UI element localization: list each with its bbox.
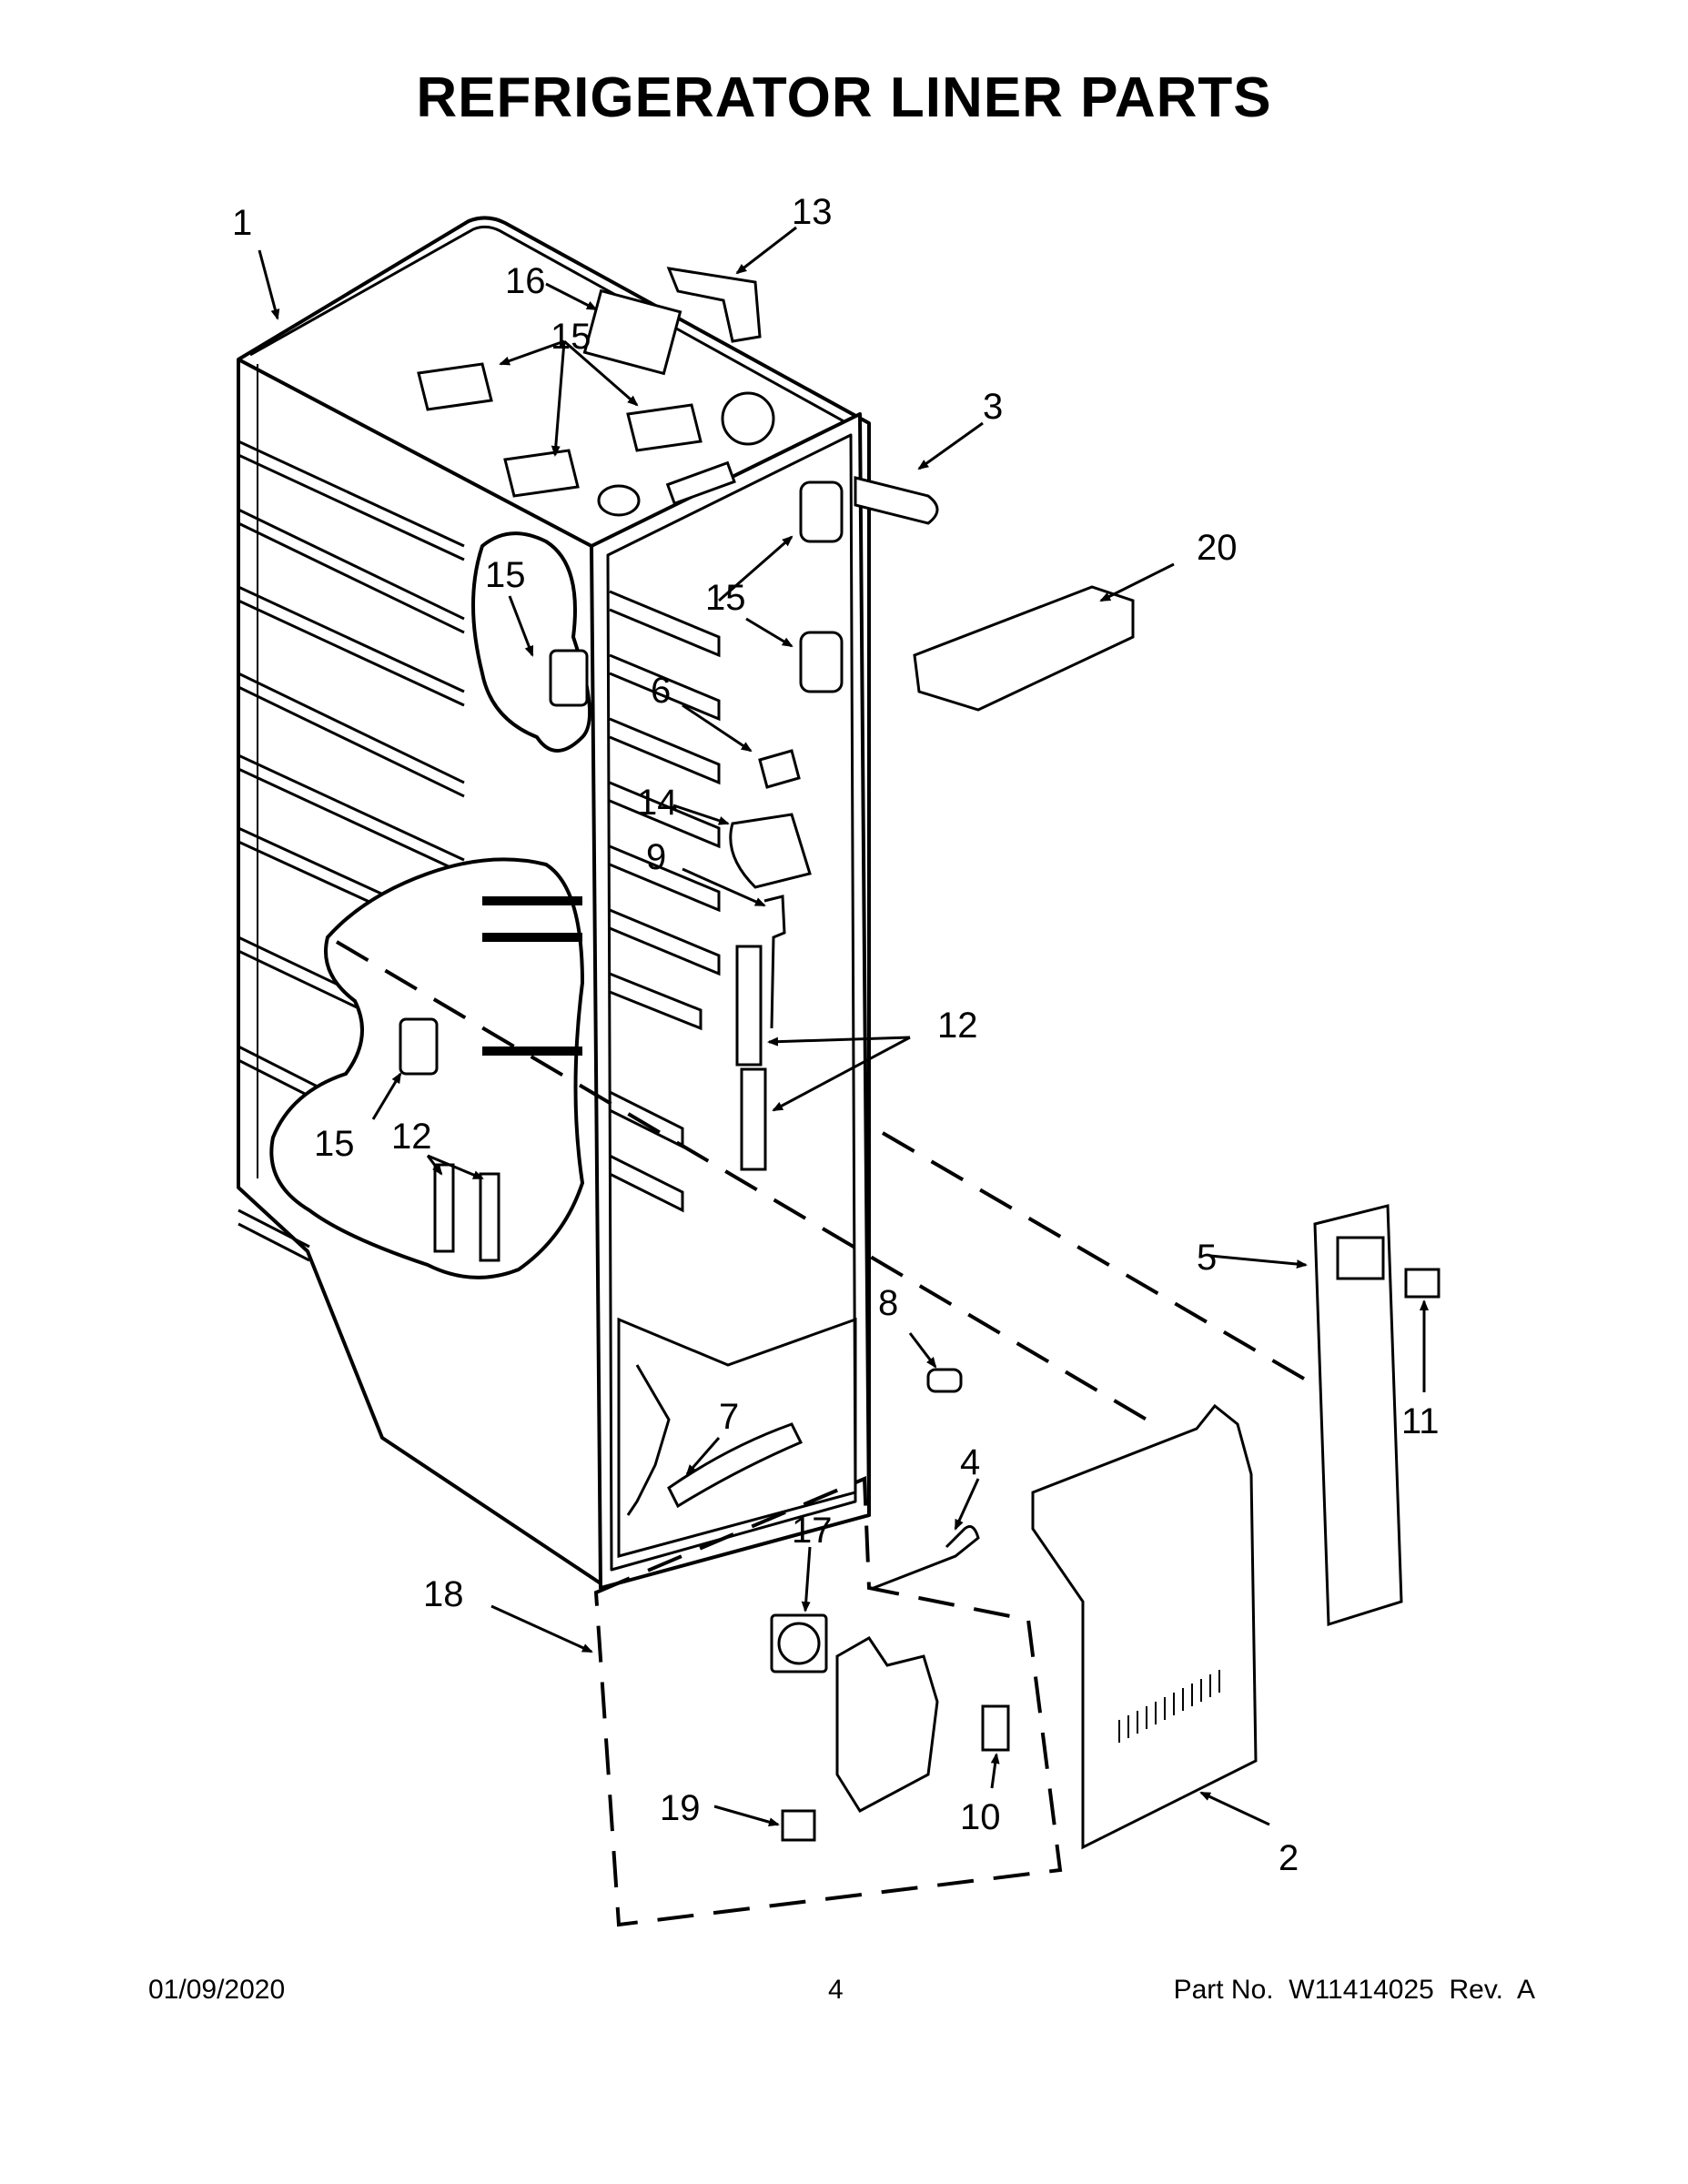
part-7-heater	[667, 1422, 804, 1509]
callout-19: 19	[660, 1788, 701, 1828]
top-latch	[665, 460, 736, 506]
part-2-vents	[1118, 1670, 1220, 1743]
part-15-light-c	[549, 649, 589, 707]
footer-date: 01/09/2020	[148, 1975, 286, 2005]
part-5-panel	[1313, 1204, 1403, 1627]
page-title: REFRIGERATOR LINER PARTS	[416, 66, 1272, 129]
part-10-connector	[981, 1704, 1010, 1752]
part-18-housing	[835, 1636, 939, 1813]
liner-floor	[617, 1317, 857, 1558]
part-15-light-b	[799, 631, 844, 693]
callout-13: 13	[792, 192, 833, 232]
callout-15-upper-cutaway: 15	[485, 555, 526, 595]
part-12-rail-b	[740, 1067, 767, 1171]
callout-7: 7	[719, 1397, 739, 1437]
part-5-window	[1336, 1236, 1385, 1280]
footer-page-number: 4	[828, 1975, 844, 2005]
top-light-mid	[503, 449, 580, 498]
part-18-group-outline	[593, 1476, 1063, 1927]
defrost-drain-tube	[626, 1364, 671, 1516]
part-16-cover	[582, 288, 682, 376]
callout-17: 17	[792, 1511, 833, 1551]
top-light-left	[417, 362, 493, 411]
top-components	[417, 267, 775, 517]
part-12-rail-a	[735, 945, 763, 1067]
callout-15-top: 15	[551, 317, 591, 357]
part-2-cover	[1031, 1403, 1258, 1850]
part-12-rail-c	[433, 1163, 455, 1253]
cutaway-lower-shelves	[482, 896, 582, 1056]
callout-9: 9	[646, 837, 666, 877]
callout-6: 6	[651, 671, 671, 711]
callout-4: 4	[960, 1442, 980, 1482]
callout-labels: 1 13 16 15 3 20 15 15 6 14 9 12 15 12 5 …	[232, 192, 1440, 1878]
part-20-control	[913, 585, 1135, 712]
callout-2: 2	[1279, 1838, 1299, 1878]
callout-10: 10	[960, 1797, 1001, 1837]
part-11-keypad	[1404, 1268, 1440, 1299]
assembly-lines	[335, 940, 1321, 1927]
callout-12-cutaway: 12	[391, 1117, 432, 1157]
leader-arrows	[258, 226, 1429, 1827]
top-light-right	[626, 403, 702, 452]
part-4-sensor	[873, 1525, 980, 1590]
callout-14: 14	[637, 783, 678, 823]
liner-back-ribs	[609, 590, 721, 1213]
callout-18: 18	[423, 1574, 464, 1614]
part-3-filter	[854, 476, 939, 525]
part-19-module	[781, 1809, 816, 1842]
part-14-housing	[729, 813, 812, 889]
callout-1: 1	[232, 203, 252, 243]
callout-16: 16	[505, 261, 546, 301]
loose-parts	[399, 476, 1440, 1850]
part-6-switch	[758, 749, 801, 789]
callout-8: 8	[878, 1283, 898, 1323]
callout-15-back: 15	[705, 578, 746, 618]
callout-11: 11	[1401, 1401, 1440, 1441]
callout-15-lower-cutaway: 15	[314, 1124, 355, 1164]
part-8-fitting	[926, 1368, 963, 1393]
part-15-light-d	[399, 1017, 439, 1076]
part-13-hinge	[666, 267, 762, 343]
callout-3: 3	[983, 387, 1003, 427]
callout-12-back: 12	[937, 1006, 978, 1046]
part-9-sensor	[763, 895, 786, 1029]
top-opening	[721, 391, 775, 446]
callout-5: 5	[1197, 1238, 1217, 1278]
top-grommet	[597, 484, 641, 517]
part-12-rail-d	[479, 1172, 500, 1262]
part-15-light-a	[799, 480, 844, 543]
callout-20: 20	[1197, 528, 1238, 568]
footer-part-number: Part No. W11414025 Rev. A	[1173, 1975, 1535, 2005]
